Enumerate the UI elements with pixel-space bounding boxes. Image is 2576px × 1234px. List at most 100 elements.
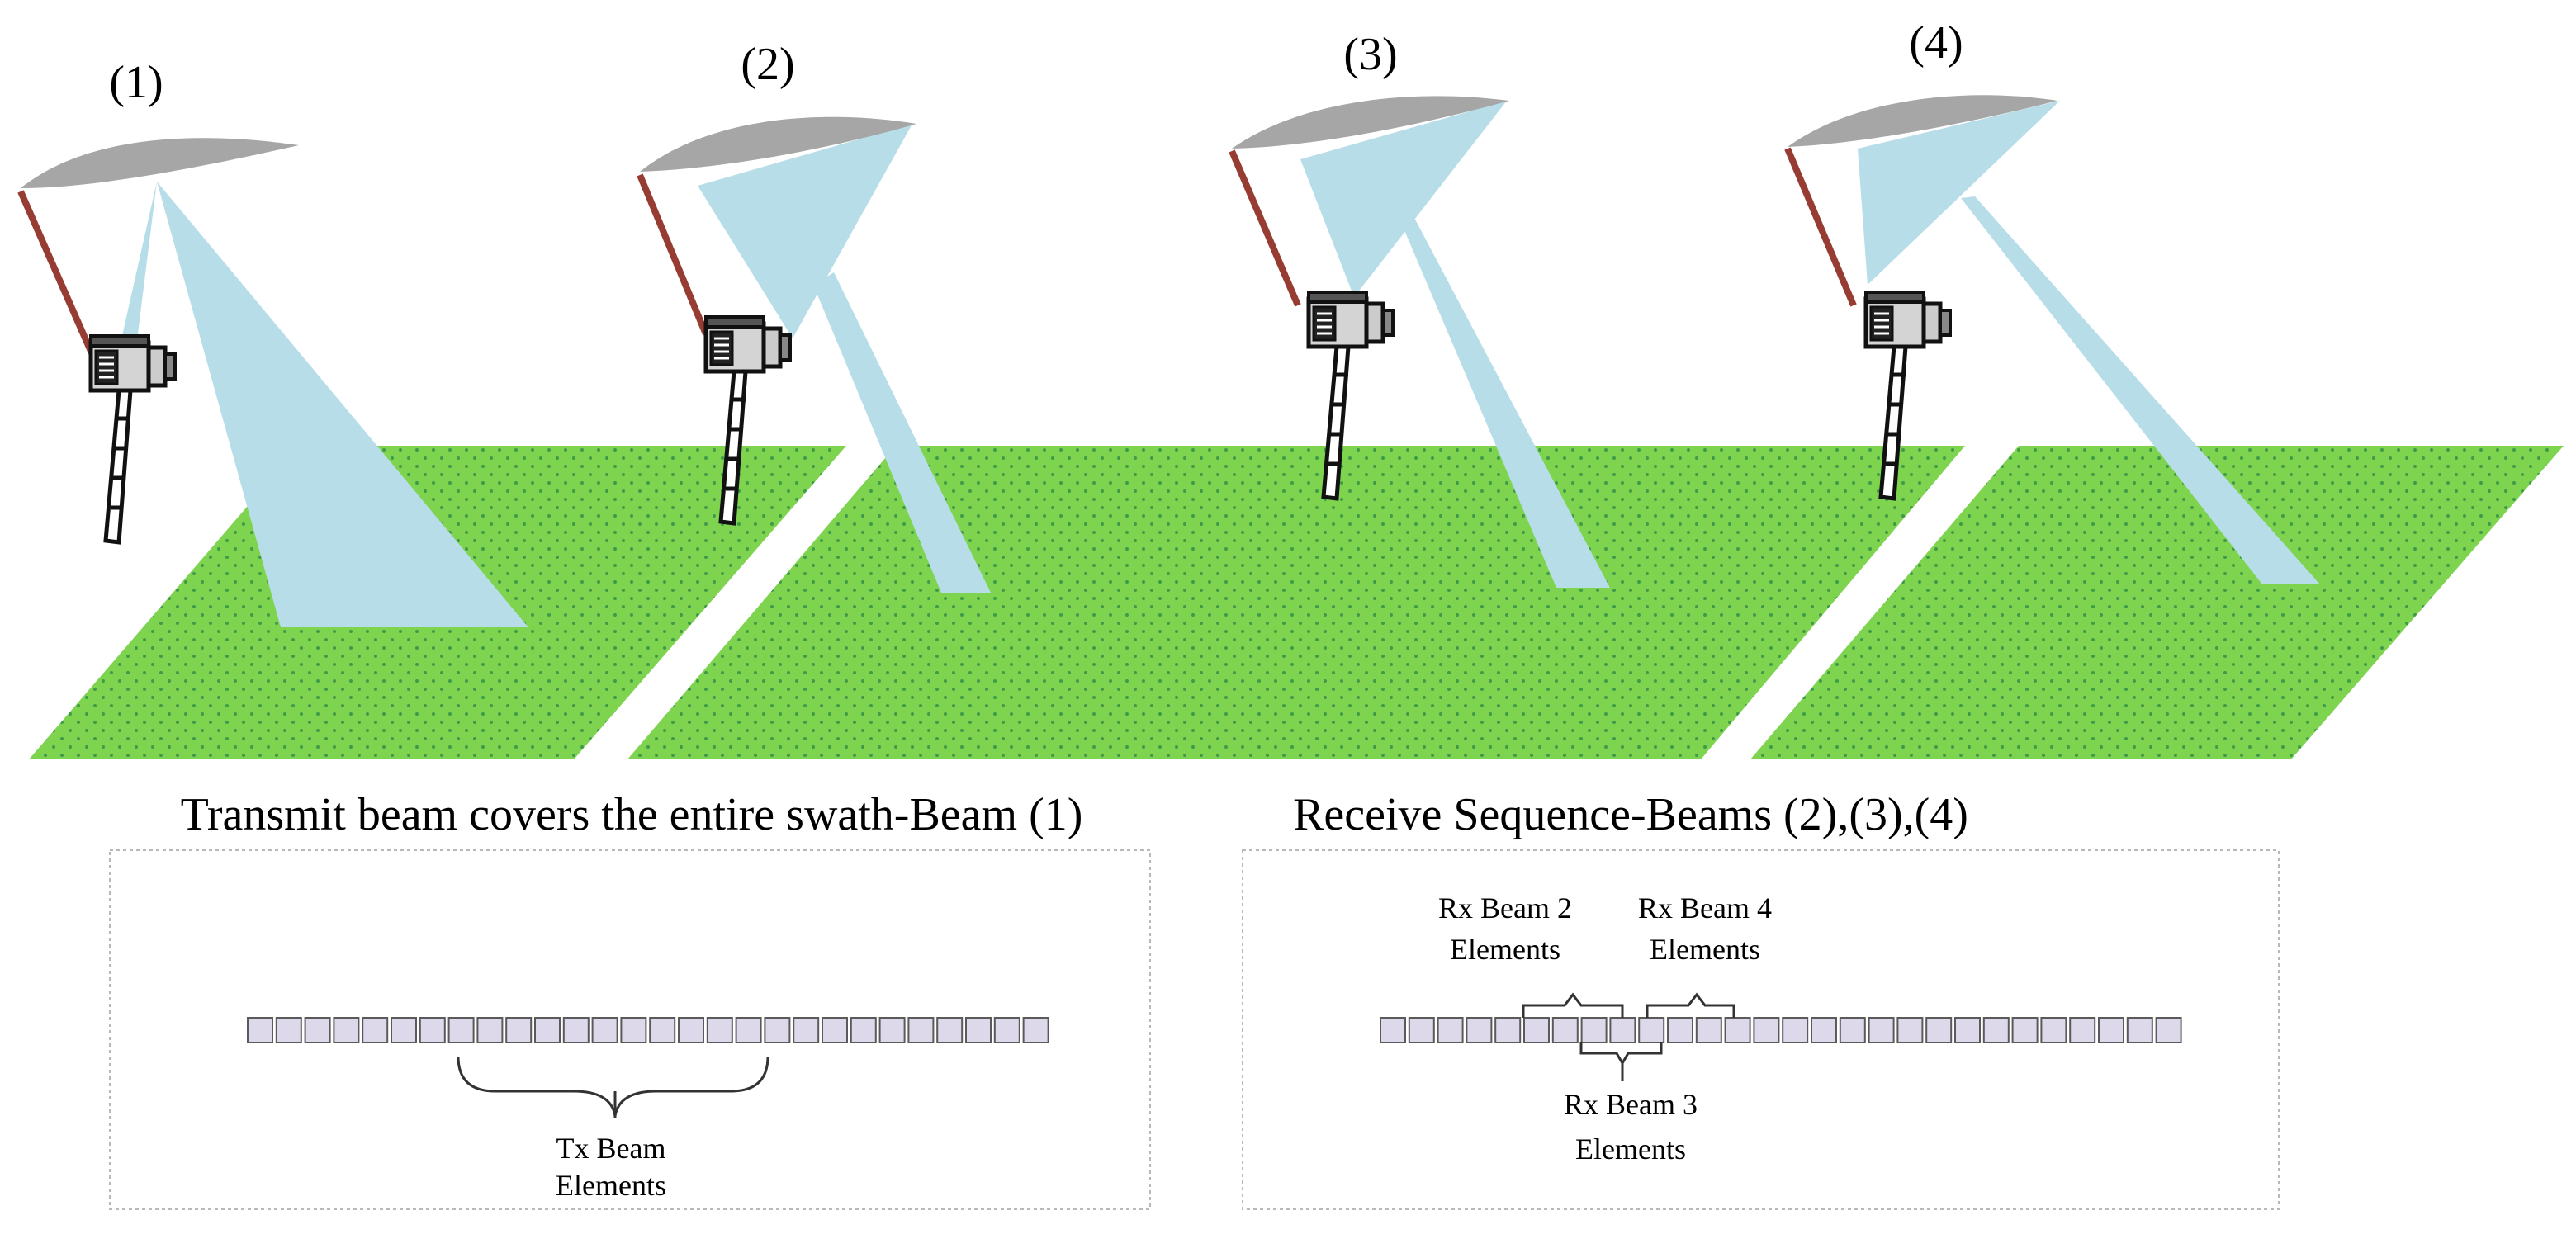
rx-array-element (1695, 1017, 1722, 1043)
rx-array-element (1638, 1017, 1665, 1043)
tx-array-element (965, 1017, 992, 1043)
rx-array-element (1954, 1017, 1981, 1043)
tx-array-element (391, 1017, 417, 1043)
tx-array-element (591, 1017, 618, 1043)
tx-array-element (505, 1017, 533, 1043)
tx-array-element (878, 1017, 906, 1043)
tx-array-element (275, 1017, 302, 1043)
rx-array-element (2069, 1017, 2096, 1043)
rx-array-element (1925, 1017, 1953, 1043)
tx-array-element (333, 1017, 360, 1043)
tx-array-element (562, 1017, 590, 1043)
rx-array-element (2155, 1017, 2182, 1043)
rx-array-element (1839, 1017, 1866, 1043)
rx-beam-3-label-line2: Elements (1575, 1132, 1686, 1165)
rx-array-element (1580, 1017, 1608, 1043)
reflector-1 (21, 138, 299, 188)
ground-swath-3 (1148, 446, 1965, 759)
boom-1 (17, 190, 96, 357)
tx-array-element (793, 1017, 820, 1043)
tx-array-element (419, 1017, 446, 1043)
rx-array-element (1896, 1017, 1924, 1043)
rx-panel-frame (1242, 849, 2280, 1210)
tx-beam-label-line2: Elements (556, 1169, 666, 1202)
rx-array-element (1466, 1017, 1493, 1043)
boom-2 (637, 173, 709, 336)
tx-element-array (247, 1017, 1049, 1043)
rx-beam-2-footprint (813, 272, 991, 593)
tx-array-element (993, 1017, 1020, 1043)
tx-array-element (362, 1017, 389, 1043)
tx-array-element (247, 1017, 273, 1043)
receive-caption: Receive Sequence-Beams (2),(3),(4) (1293, 789, 1968, 840)
tx-array-element (476, 1017, 504, 1043)
rx-array-element (1494, 1017, 1522, 1043)
rx-array-element (1551, 1017, 1579, 1043)
rx-array-element (1380, 1017, 1406, 1043)
tx-beam-label: Tx Beam (556, 1132, 666, 1165)
tx-array-element (304, 1017, 331, 1043)
tx-array-element (735, 1017, 762, 1043)
scene-4: (4) (1750, 17, 2564, 759)
reflector-3 (1232, 96, 1509, 149)
tx-array-element (534, 1017, 561, 1043)
rx-beam-4-footprint (1961, 196, 2320, 584)
rx-beam-2-label-line2: Elements (1450, 933, 1560, 966)
rx-array-element (1982, 1017, 2010, 1043)
transmit-beam-1 (157, 182, 528, 627)
scene-label-3: (3) (1343, 29, 1397, 80)
ground-swath-4 (1750, 446, 2564, 759)
rx-elements-panel: Rx Beam 2 Elements Rx Beam 4 Elements Rx… (1242, 849, 2280, 1210)
rx-array-element (2126, 1017, 2153, 1043)
tx-array-element (649, 1017, 676, 1043)
rx-array-element (1408, 1017, 1435, 1043)
rx-array-element (1868, 1017, 1895, 1043)
rx-array-element (1811, 1017, 1837, 1043)
tx-array-element (822, 1017, 848, 1043)
boom-3 (1229, 149, 1301, 307)
tx-array-element (447, 1017, 475, 1043)
rx-array-element (2011, 1017, 2039, 1043)
rx-array-element (1724, 1017, 1751, 1043)
tx-array-element (850, 1017, 877, 1043)
rx-beam-3-label: Rx Beam 3 (1564, 1088, 1698, 1121)
rx-array-element (1782, 1017, 1809, 1043)
scene-label-1: (1) (109, 57, 163, 108)
tx-array-element (764, 1017, 791, 1043)
receive-beam-2 (698, 124, 912, 338)
rx-array-element (2098, 1017, 2124, 1043)
scene-3: (3) (1148, 29, 1965, 759)
tx-array-element (620, 1017, 647, 1043)
reflector-4 (1788, 95, 2057, 147)
rx-beam-2-label: Rx Beam 2 (1438, 891, 1572, 924)
rx-array-element (1437, 1017, 1464, 1043)
scene-label-4: (4) (1909, 17, 1963, 69)
tx-array-element (1022, 1017, 1049, 1043)
rx-array-element (1667, 1017, 1693, 1043)
rx-beam-4-bracket (1646, 992, 1735, 1018)
transmit-caption: Transmit beam covers the entire swath-Be… (181, 789, 1083, 840)
rx-array-element (1609, 1017, 1636, 1043)
receive-beam-4 (1858, 101, 2060, 285)
reflector-2 (640, 116, 916, 172)
rx-element-array (1380, 1017, 2182, 1043)
rx-beam-3-bracket (1579, 1042, 1663, 1066)
receive-beam-3 (1300, 101, 1507, 297)
tx-array-element (678, 1017, 704, 1043)
feed-beam-1 (120, 182, 157, 347)
tx-beam-bracket (457, 1056, 769, 1117)
tx-elements-panel: Tx Beam Elements (109, 849, 1151, 1210)
scene-label-2: (2) (741, 39, 794, 90)
satellite-1 (91, 336, 175, 542)
rx-array-element (1523, 1017, 1550, 1043)
rx-beam-3-footprint (1399, 216, 1610, 588)
rx-array-element (2040, 1017, 2067, 1043)
rx-beam-2-bracket (1522, 992, 1624, 1018)
rx-beam-4-label-line2: Elements (1650, 933, 1760, 966)
tx-array-element (936, 1017, 964, 1043)
tx-array-element (907, 1017, 935, 1043)
boom-4 (1784, 147, 1857, 307)
rx-beam-4-label: Rx Beam 4 (1638, 891, 1772, 924)
scene-1: (1) (17, 57, 846, 759)
